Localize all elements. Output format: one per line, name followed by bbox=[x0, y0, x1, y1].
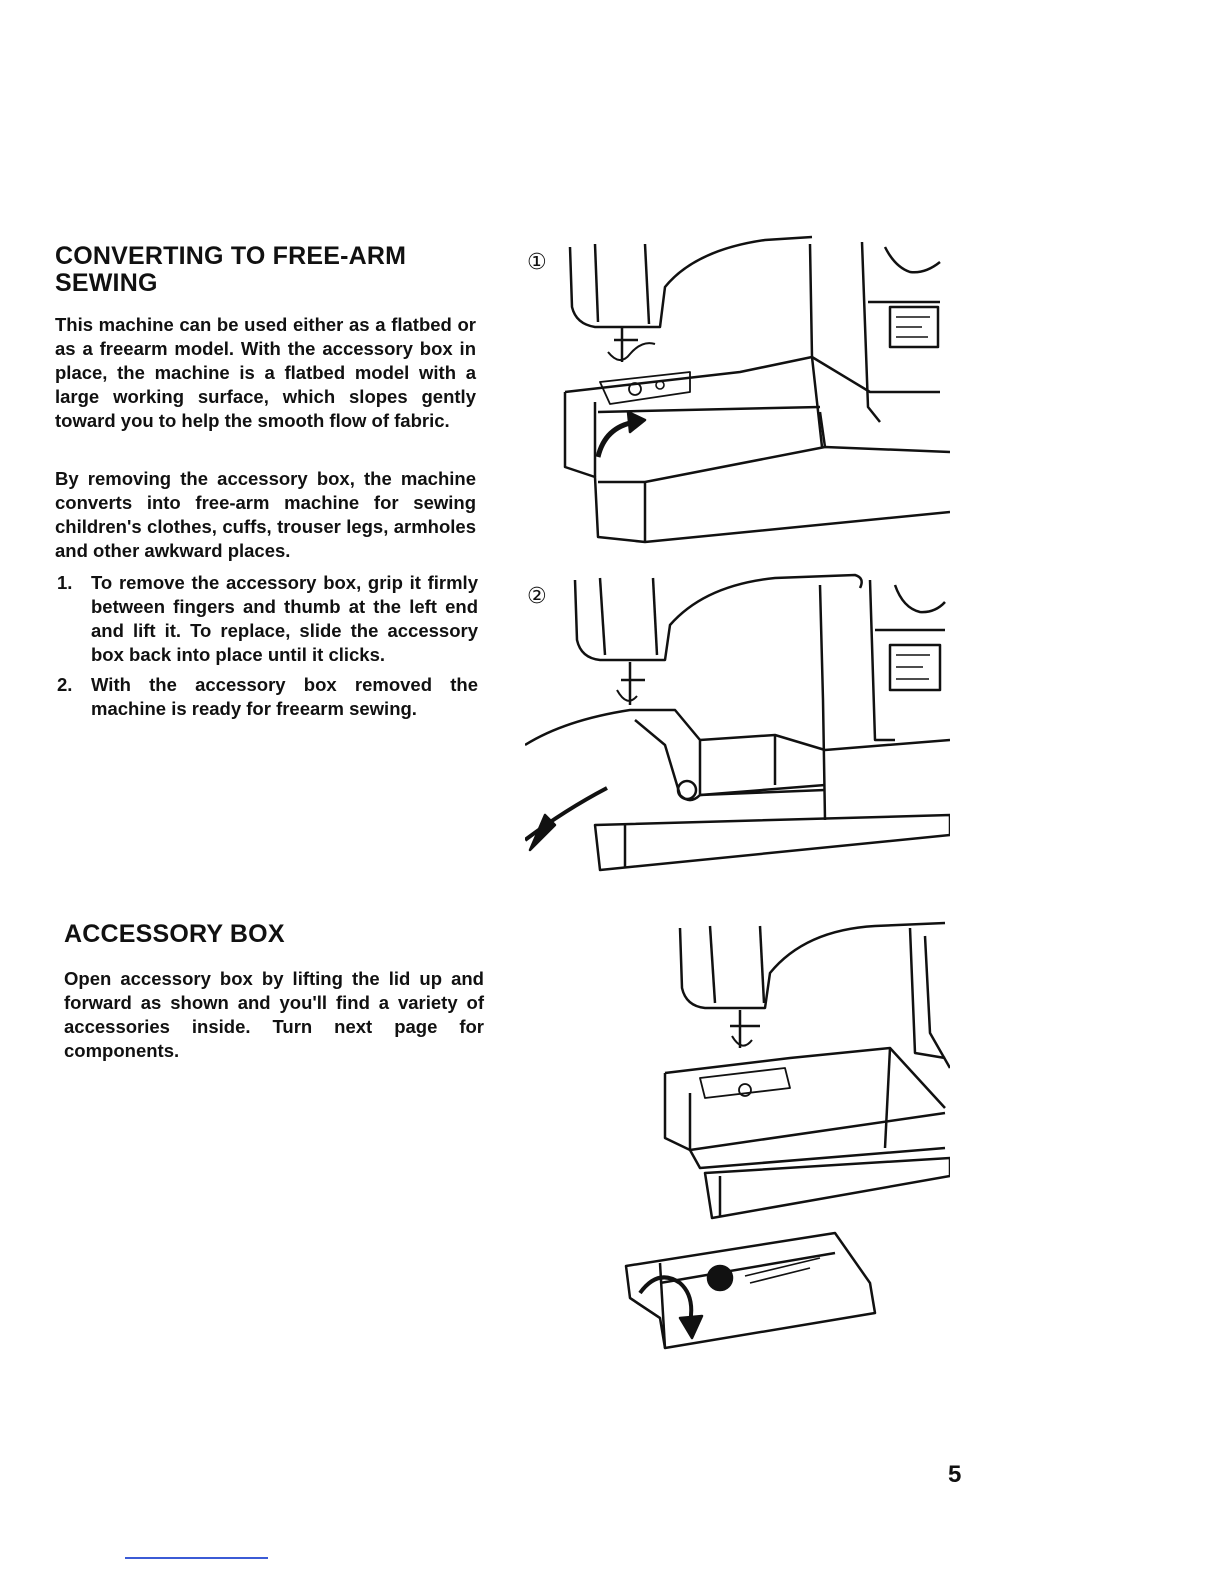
figure-2-label: ② bbox=[527, 584, 547, 609]
freearm-paragraph: By removing the accessory box, the machi… bbox=[55, 468, 476, 561]
step-number: 1. bbox=[57, 572, 73, 593]
step-number: 2. bbox=[57, 674, 73, 695]
intro-paragraph: This machine can be used either as a fla… bbox=[55, 314, 476, 431]
figure-2-sewing-machine-freearm bbox=[525, 570, 950, 880]
accessory-box-paragraph: Open accessory box by lifting the lid up… bbox=[64, 968, 484, 1061]
page-number: 5 bbox=[948, 1461, 962, 1488]
section-title-free-arm: CONVERTING TO FREE-ARM SEWING bbox=[55, 243, 475, 297]
section-title-line-2: SEWING bbox=[55, 269, 158, 297]
figure-3-accessory-box-open bbox=[620, 918, 950, 1363]
section-title-line-1: CONVERTING TO FREE-ARM bbox=[55, 242, 407, 270]
sewing-machine-flatbed-illustration-icon bbox=[563, 235, 950, 544]
step-item: 1. To remove the accessory box, grip it … bbox=[57, 571, 478, 667]
footer-rule bbox=[125, 1557, 268, 1559]
accessory-box-open-illustration-icon bbox=[624, 921, 950, 1350]
figure-1-sewing-machine-flatbed bbox=[550, 232, 950, 547]
step-text: With the accessory box removed the machi… bbox=[91, 674, 478, 719]
step-item: 2. With the accessory box removed the ma… bbox=[57, 673, 478, 721]
section-title-accessory-box: ACCESSORY BOX bbox=[64, 920, 285, 948]
step-text: To remove the accessory box, grip it fir… bbox=[91, 572, 478, 665]
instruction-steps: 1. To remove the accessory box, grip it … bbox=[57, 571, 478, 727]
figure-1-label: ① bbox=[527, 250, 547, 275]
sewing-machine-freearm-illustration-icon bbox=[525, 573, 950, 872]
